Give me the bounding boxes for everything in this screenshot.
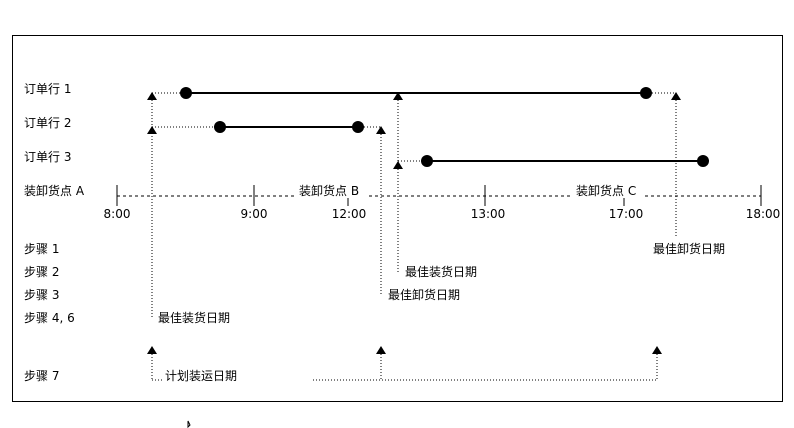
tick-label-12: 12:00 bbox=[332, 207, 367, 221]
line2-start-dot bbox=[214, 121, 226, 133]
line3-start-dot bbox=[421, 155, 433, 167]
marker-l1-end bbox=[671, 92, 681, 100]
step-7-label: 步骤 7 bbox=[24, 369, 59, 383]
marker-s7-right bbox=[652, 346, 662, 354]
row-label-line1: 订单行 1 bbox=[24, 82, 71, 96]
marker-l2-start bbox=[147, 126, 157, 134]
row-label-line2: 订单行 2 bbox=[24, 116, 71, 130]
line1-start-dot bbox=[180, 87, 192, 99]
diagram-frame bbox=[12, 35, 783, 402]
tick-label-17: 17:00 bbox=[609, 207, 644, 221]
line3-end-dot bbox=[697, 155, 709, 167]
line1-end-dot bbox=[640, 87, 652, 99]
annotation-best-load-46: 最佳装货日期 bbox=[158, 310, 230, 325]
point-c-label: 装卸货点 C bbox=[576, 183, 636, 198]
marker-s7-mid bbox=[376, 346, 386, 354]
cursor-icon bbox=[187, 420, 191, 428]
point-b-bg bbox=[296, 182, 366, 198]
annotation-best-unload-3: 最佳卸货日期 bbox=[388, 287, 460, 302]
point-b-label: 装卸货点 B bbox=[299, 183, 359, 198]
tick-label-8: 8:00 bbox=[104, 207, 131, 221]
step-1-label: 步骤 1 bbox=[24, 242, 59, 256]
step-46-label: 步骤 4, 6 bbox=[24, 311, 75, 325]
row-label-ship-point: 装卸货点 A bbox=[24, 183, 85, 198]
step-2-label: 步骤 2 bbox=[24, 265, 59, 279]
point-c-bg bbox=[573, 182, 643, 198]
tick-label-13: 13:00 bbox=[471, 207, 506, 221]
marker-l1-start bbox=[147, 92, 157, 100]
annotation-best-load-2: 最佳装货日期 bbox=[405, 264, 477, 279]
marker-l1-mid bbox=[393, 92, 403, 100]
annotation-planned-ship: 计划装运日期 bbox=[165, 369, 237, 383]
marker-s7-left bbox=[147, 346, 157, 354]
line2-end-dot bbox=[352, 121, 364, 133]
tick-label-9: 9:00 bbox=[241, 207, 268, 221]
marker-l2-end bbox=[376, 126, 386, 134]
row-label-line3: 订单行 3 bbox=[24, 150, 71, 164]
tick-label-18: 18:00 bbox=[746, 207, 781, 221]
marker-l3-start bbox=[393, 161, 403, 169]
step-3-label: 步骤 3 bbox=[24, 288, 59, 302]
annotation-best-unload-1: 最佳卸货日期 bbox=[653, 241, 725, 256]
